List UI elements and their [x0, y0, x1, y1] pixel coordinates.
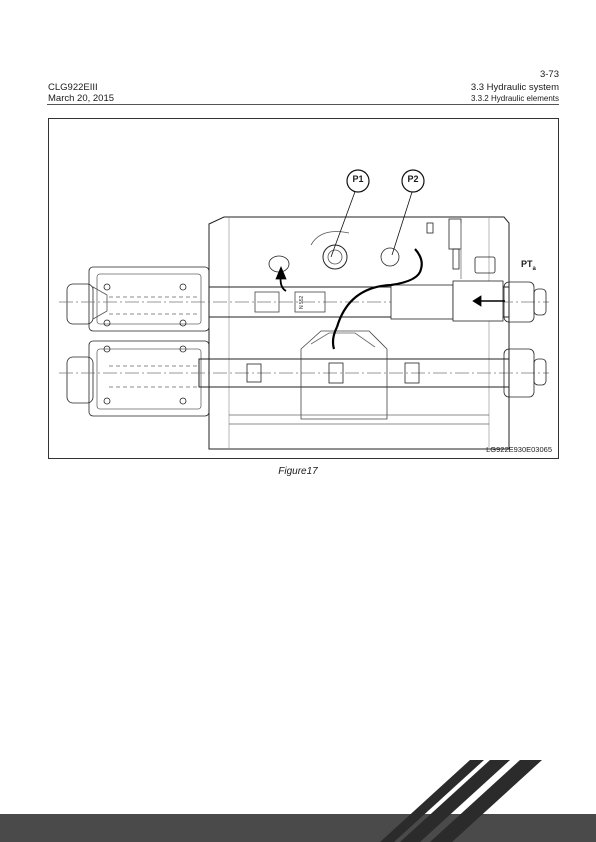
- callout-p1: P1: [352, 174, 364, 184]
- section-title: 3.3 Hydraulic system: [470, 82, 559, 93]
- figure-frame: N 552: [48, 118, 559, 459]
- footer-decoration: [0, 760, 596, 842]
- subsection-title: 3.3.2 Hydraulic elements: [470, 94, 559, 103]
- page-number: 3-73: [539, 69, 559, 80]
- callout-p2: P2: [407, 174, 419, 184]
- header-rule: [47, 104, 559, 105]
- figure-code: LG922E930E03065: [486, 445, 552, 454]
- hydraulic-valve-drawing: N 552: [59, 169, 549, 450]
- document-model: CLG922EIII: [48, 82, 98, 93]
- document-date: March 20, 2015: [48, 93, 115, 104]
- port-label-pta: PTa: [521, 259, 536, 272]
- svg-text:N 552: N 552: [299, 295, 305, 309]
- figure-caption: Figure17: [278, 466, 318, 477]
